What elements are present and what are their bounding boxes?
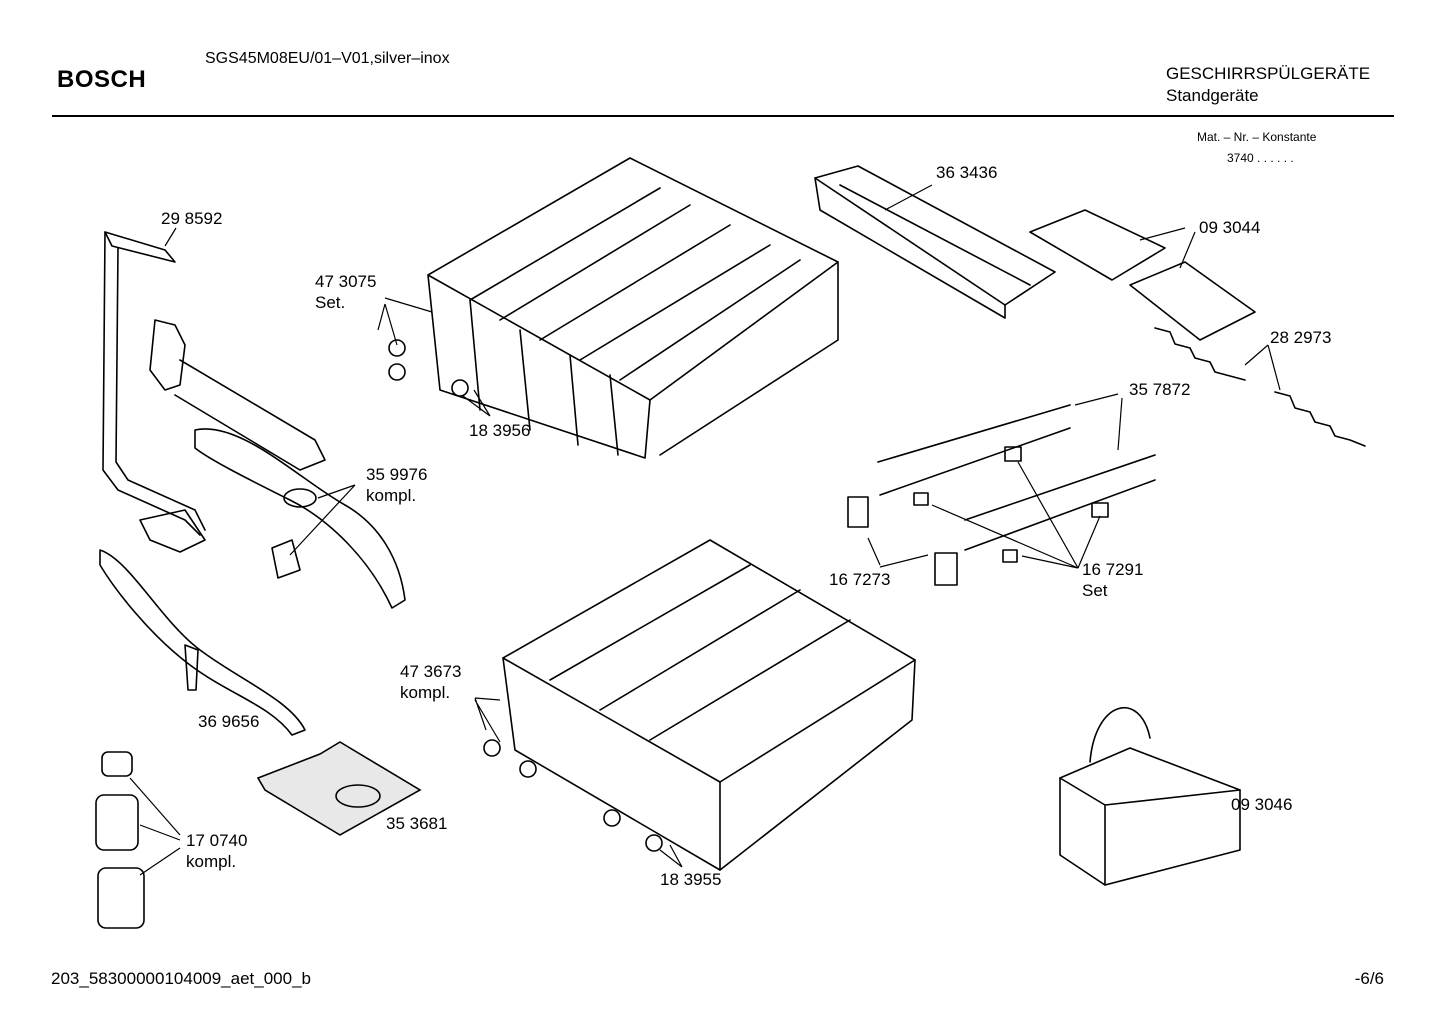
filter-plate-drawing [256,741,422,836]
part-label-183956: 18 3956 [469,421,531,440]
rack-stairs-drawing [1154,327,1366,447]
category-subtitle: Standgeräte [1166,86,1259,105]
lower-basket-drawing [502,539,916,871]
header-divider [52,115,1394,117]
part-label-183955: 18 3955 [660,870,722,889]
part-label-170740-note: kompl. [186,852,237,871]
lower-basket-rollers-drawing [483,739,663,852]
tine-rows-drawing [877,404,1156,551]
part-label-282973: 28 2973 [1270,328,1332,347]
part-label-167273: 16 7273 [829,570,891,589]
part-label-093044: 09 3044 [1199,218,1261,237]
cutlery-tray-drawing [814,165,1056,319]
grid-inserts-drawing [1029,209,1256,341]
part-label-473673-note: kompl. [400,683,451,702]
leader-lines [129,184,1281,876]
filter-set-drawing [95,751,145,929]
part-label-093046: 09 3046 [1231,795,1293,814]
part-label-167291-note: Set [1082,581,1108,600]
part-label-363436: 36 3436 [936,163,998,182]
document-id: 203_58300000104009_aet_000_b [51,969,311,988]
part-label-298592: 29 8592 [161,209,223,228]
clips-drawing [847,446,1109,586]
part-label-369656: 36 9656 [198,712,260,731]
part-label-473673: 47 3673 [400,662,462,681]
upper-basket-rollers-drawing [388,339,469,397]
upper-basket-drawing [427,157,839,459]
part-label-167291: 16 7291 [1082,560,1144,579]
model-number: SGS45M08EU/01–V01,silver–inox [205,50,450,67]
part-label-359976: 35 9976 [366,465,428,484]
brand-logo: BOSCH [57,66,147,93]
material-number-label: Mat. – Nr. – Konstante [1197,130,1317,144]
spray-supply-pipe-drawing [102,231,326,553]
part-label-473075-note: Set. [315,293,346,312]
material-number-constant: 3740 . . . . . . [1227,151,1294,165]
part-label-359976-note: kompl. [366,486,417,505]
upper-spray-arm-drawing [194,428,406,609]
page-number: -6/6 [1354,969,1384,988]
lower-spray-arm-drawing [99,549,306,736]
category-title: GESCHIRRSPÜLGERÄTE [1166,64,1371,83]
part-label-170740: 17 0740 [186,831,248,850]
part-label-353681: 35 3681 [386,814,448,833]
cutlery-basket-drawing [1059,707,1241,886]
part-label-357872: 35 7872 [1129,380,1191,399]
part-label-473075: 47 3075 [315,272,377,291]
